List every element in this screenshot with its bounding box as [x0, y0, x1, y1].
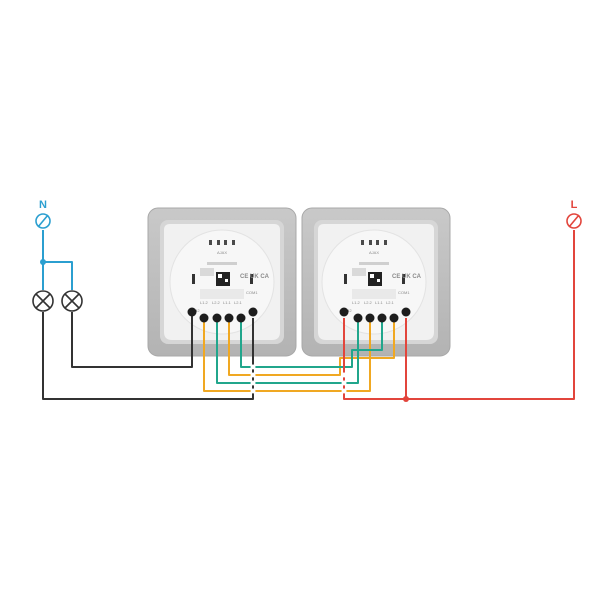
line-wire	[343, 230, 575, 400]
device-1-terminal-l1: L1.2	[200, 300, 209, 305]
device-2-terminal-l2: L2.2	[364, 300, 373, 305]
device-1-terminal-l4: L2.1	[234, 300, 243, 305]
traveler-wire-b2	[240, 318, 383, 368]
lamp-2-load-wire	[71, 312, 193, 368]
device-2-terminal-l1: L1.2	[352, 300, 361, 305]
device-1-brand: AJAX	[217, 250, 227, 255]
device-1-terminal-l3: L1.1	[223, 300, 232, 305]
neutral-wire	[42, 230, 73, 290]
device-2-terminal-right: COM1	[398, 290, 410, 295]
device-2-ce-mark: CE UK CA	[392, 274, 422, 280]
line-label: L	[571, 199, 578, 211]
neutral-terminal-icon	[35, 213, 51, 229]
device-2-terminals	[339, 307, 411, 323]
device-2-terminal-l3: L1.1	[375, 300, 384, 305]
device-1-terminal-right: COM1	[246, 290, 258, 295]
device-1-terminals	[187, 307, 258, 323]
lamp-2-icon	[61, 290, 83, 312]
switch-device-2: AJAX CE UK CA COM2 COM1 L1.2 L2.2 L1.1 L…	[301, 207, 451, 357]
lamp-1-icon	[32, 290, 54, 312]
neutral-label: N	[39, 199, 47, 211]
wire-crossings	[250, 364, 347, 394]
switch-device-1: AJAX CE UK CA COM2 COM1 L1.2 L2.2 L1.1 L…	[147, 207, 297, 357]
line-terminal-icon	[566, 213, 582, 229]
device-1-terminal-l2: L2.2	[212, 300, 221, 305]
lamp-1-load-wire	[42, 312, 254, 400]
neutral-junction-dot	[40, 259, 46, 265]
traveler-wire-a1	[203, 318, 371, 392]
device-1-ce-mark: CE UK CA	[240, 274, 270, 280]
line-junction-dot	[403, 396, 409, 402]
device-2-terminal-l4: L2.1	[386, 300, 395, 305]
device-2-brand: AJAX	[369, 250, 379, 255]
